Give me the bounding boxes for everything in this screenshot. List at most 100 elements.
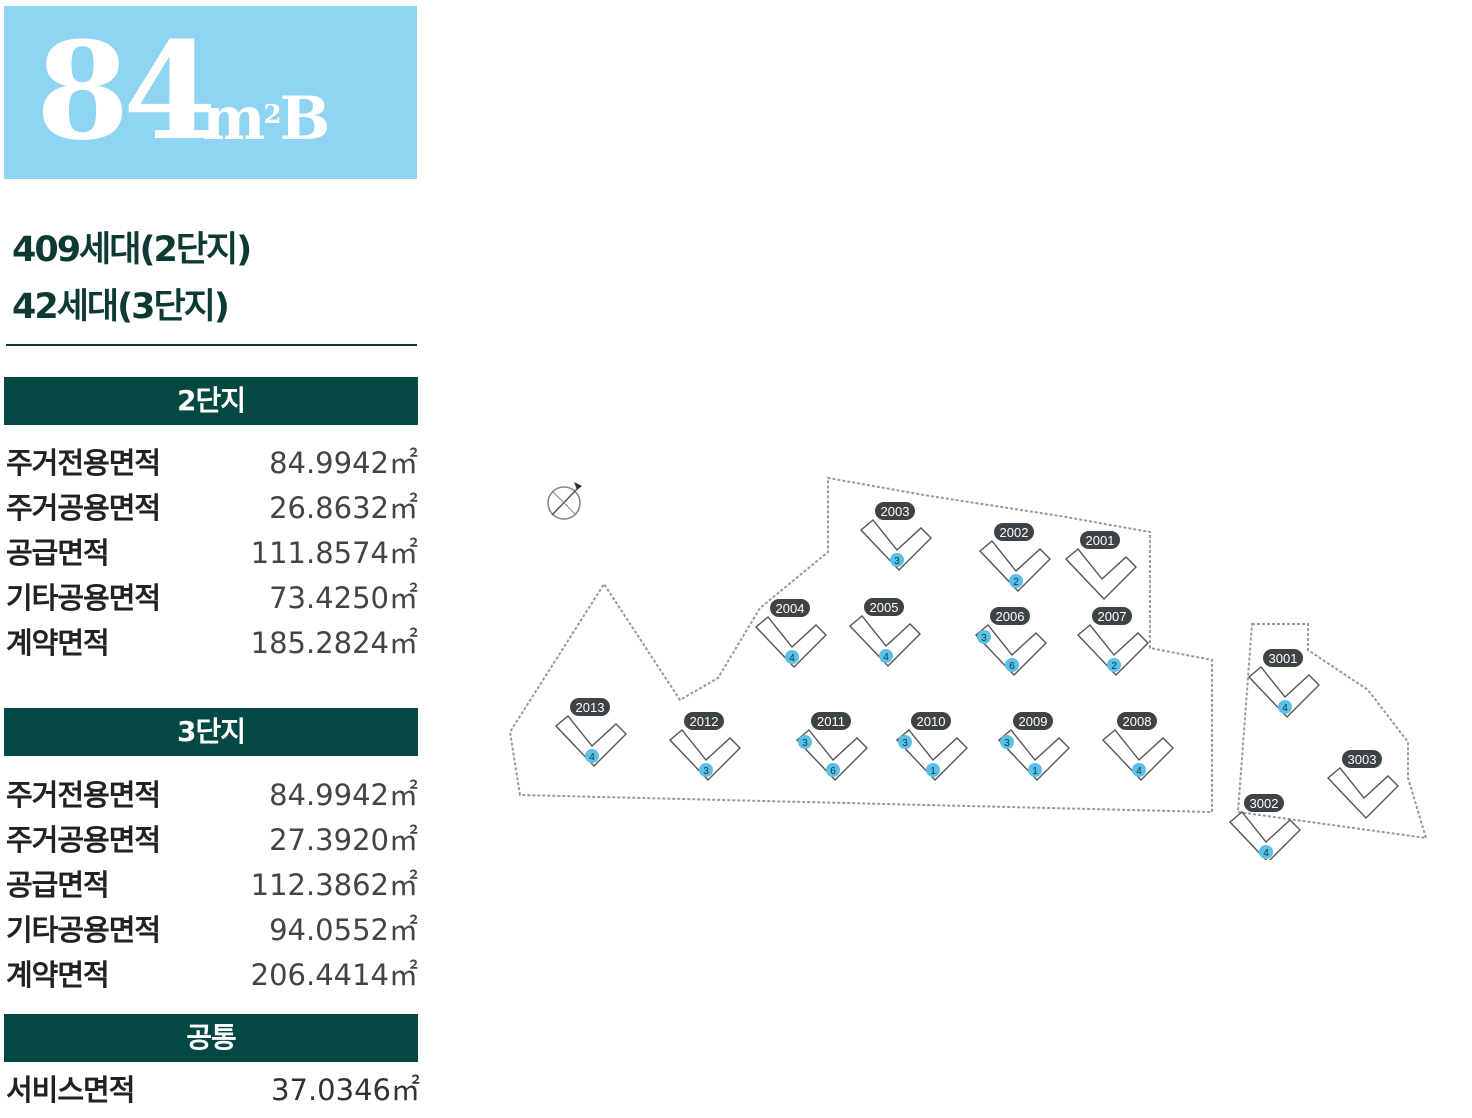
area-row: 기타공용면적 73.4250㎡ bbox=[6, 576, 418, 621]
building-footprint bbox=[1247, 666, 1320, 719]
area-value: 185.2824㎡ bbox=[250, 626, 418, 660]
unit-number-label: 3 bbox=[802, 738, 808, 749]
building-number-tag bbox=[994, 523, 1034, 541]
unit-number-label: 4 bbox=[883, 652, 889, 663]
building-number-label: 2008 bbox=[1123, 714, 1152, 729]
area-value: 73.4250㎡ bbox=[269, 581, 418, 615]
unit-number-label: 4 bbox=[1136, 766, 1142, 777]
building-number-label: 2003 bbox=[881, 504, 910, 519]
area-value: 111.8574㎡ bbox=[250, 536, 418, 570]
building-2010: 1 3 2010 bbox=[895, 712, 968, 782]
highlighted-unit-marker bbox=[1278, 700, 1292, 714]
area-label: 기타공용면적 bbox=[6, 913, 161, 947]
building-number-tag bbox=[911, 712, 951, 730]
area-value: 84.9942㎡ bbox=[269, 446, 418, 480]
area-row: 주거공용면적 26.8632㎡ bbox=[6, 486, 418, 531]
building-footprint bbox=[1076, 624, 1149, 677]
building-number-label: 2006 bbox=[996, 609, 1025, 624]
building-number-label: 2012 bbox=[690, 714, 719, 729]
highlighted-unit-marker bbox=[1132, 763, 1146, 777]
building-2002: 2 2002 bbox=[978, 523, 1051, 593]
building-footprint bbox=[554, 715, 627, 768]
building-number-label: 3001 bbox=[1269, 651, 1298, 666]
building-number-label: 3003 bbox=[1348, 752, 1377, 767]
household-count-complex3: 42세대(3단지) bbox=[12, 287, 230, 327]
area-label: 주거공용면적 bbox=[6, 491, 161, 525]
building-number-tag bbox=[1244, 794, 1284, 812]
building-number-label: 2002 bbox=[1000, 525, 1029, 540]
unit-squared: 2 bbox=[263, 100, 282, 130]
area-row: 계약면적 185.2824㎡ bbox=[6, 621, 418, 666]
area-label: 기타공용면적 bbox=[6, 581, 161, 615]
area-value: 94.0552㎡ bbox=[269, 913, 418, 947]
area-label: 공급면적 bbox=[6, 868, 110, 902]
common-header: 공통 bbox=[4, 1014, 418, 1062]
highlighted-unit-marker bbox=[785, 650, 799, 664]
area-value: 26.8632㎡ bbox=[269, 491, 418, 525]
building-number-tag bbox=[990, 607, 1030, 625]
unit-number-label: 4 bbox=[1263, 848, 1269, 859]
building-3002: 4 3002 bbox=[1228, 794, 1301, 860]
building-footprint bbox=[997, 729, 1070, 782]
building-footprint bbox=[795, 729, 868, 782]
building-number-tag bbox=[875, 502, 915, 520]
unit-type-letter: B bbox=[279, 84, 331, 154]
service-area-value: 37.0346㎡ bbox=[271, 1073, 420, 1107]
area-label: 계약면적 bbox=[6, 626, 110, 660]
area-value: 206.4414㎡ bbox=[250, 958, 418, 992]
building-3003: 3003 bbox=[1326, 750, 1399, 820]
building-footprint bbox=[1228, 811, 1301, 860]
building-2001: 2001 bbox=[1064, 531, 1137, 601]
area-label: 계약면적 bbox=[6, 958, 110, 992]
building-footprint bbox=[895, 729, 968, 782]
area-label: 주거전용면적 bbox=[6, 446, 161, 480]
building-footprint bbox=[978, 540, 1051, 593]
area-row: 기타공용면적 94.0552㎡ bbox=[6, 908, 418, 953]
building-layer: 3200322002200142004420056320062200742013… bbox=[554, 502, 1399, 860]
complex3-header: 3단지 bbox=[4, 708, 418, 756]
area-value: 112.3862㎡ bbox=[250, 868, 418, 902]
complex2-boundary bbox=[508, 476, 1213, 814]
building-footprint bbox=[848, 615, 921, 668]
unit-number-label: 1 bbox=[930, 766, 936, 777]
highlighted-unit-marker bbox=[898, 735, 912, 749]
unit-number-label: 4 bbox=[589, 752, 595, 763]
unit-number-label: 4 bbox=[789, 653, 795, 664]
service-area-row: 서비스면적 37.0346㎡ bbox=[6, 1068, 420, 1113]
unit-number-label: 3 bbox=[894, 556, 900, 567]
building-2008: 4 2008 bbox=[1101, 712, 1174, 782]
highlighted-unit-marker bbox=[1028, 763, 1042, 777]
building-number-label: 2013 bbox=[576, 700, 605, 715]
unit-number-label: 3 bbox=[703, 766, 709, 777]
highlighted-unit-marker bbox=[798, 735, 812, 749]
highlighted-unit-marker bbox=[1009, 574, 1023, 588]
building-number-tag bbox=[811, 712, 851, 730]
building-number-tag bbox=[1117, 712, 1157, 730]
building-2012: 3 2012 bbox=[668, 712, 741, 782]
area-value: 27.3920㎡ bbox=[269, 823, 418, 857]
building-number-label: 3002 bbox=[1250, 796, 1279, 811]
building-number-label: 2010 bbox=[917, 714, 946, 729]
unit-number-label: 3 bbox=[902, 738, 908, 749]
building-number-tag bbox=[684, 712, 724, 730]
highlighted-unit-marker bbox=[879, 649, 893, 663]
unit-number-label: 2 bbox=[1013, 577, 1019, 588]
building-footprint bbox=[1326, 767, 1399, 820]
building-footprint bbox=[974, 624, 1047, 677]
building-number-tag bbox=[570, 698, 610, 716]
site-plan-map: 3200322002200142004420056320062200742013… bbox=[508, 476, 1428, 860]
highlighted-unit-marker bbox=[1005, 658, 1019, 672]
highlighted-unit-marker bbox=[1259, 845, 1273, 859]
highlighted-unit-marker bbox=[1000, 735, 1014, 749]
compass-icon bbox=[547, 482, 582, 520]
highlighted-unit-marker bbox=[585, 749, 599, 763]
service-area-label: 서비스면적 bbox=[6, 1073, 135, 1107]
area-row: 계약면적 206.4414㎡ bbox=[6, 953, 418, 998]
